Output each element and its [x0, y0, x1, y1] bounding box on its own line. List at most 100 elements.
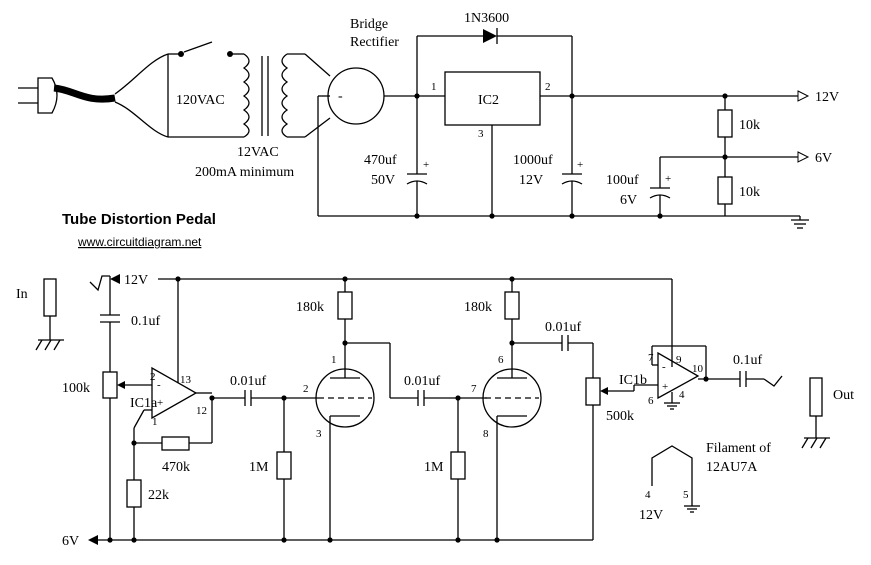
tube1-pin1: 1: [331, 354, 337, 366]
resistor-1m-b: [450, 451, 466, 480]
c-output-value-label: 1000uf: [513, 153, 553, 168]
resistor-1m-a: [276, 451, 292, 480]
resistor-470k: [161, 436, 190, 451]
r-ground-label: 22k: [148, 488, 169, 503]
filament-pin4: 4: [645, 489, 651, 501]
reg-pin-out: 2: [545, 81, 551, 93]
r-grid1-label: 1M: [249, 460, 269, 475]
reg-pin-in: 1: [431, 81, 437, 93]
diagram-title: Tube Distortion Pedal: [62, 211, 216, 228]
c-couple2-label: 0.01uf: [404, 374, 441, 389]
tube2-pin7: 7: [471, 383, 477, 395]
output-label: Out: [833, 388, 854, 403]
opamp-a-label: IC1a: [130, 396, 158, 411]
website-link[interactable]: www.circuitdiagram.net: [77, 235, 202, 249]
ic1b-pin6: 6: [648, 395, 654, 407]
rail-6v-label: 6V: [62, 534, 79, 549]
c-output-voltage-label: 12V: [519, 173, 543, 188]
output-jack: [809, 377, 823, 417]
input-jack: [43, 278, 57, 317]
c-couple1-label: 0.01uf: [230, 374, 267, 389]
c-mid-value-label: 100uf: [606, 173, 639, 188]
resistor-180k-b: [504, 291, 520, 320]
arrow-6v-icon: [797, 151, 810, 163]
ic1a-pin2: 2: [150, 371, 156, 383]
r-bottom-label: 10k: [739, 185, 760, 200]
input-label: In: [16, 287, 28, 302]
ic1b-pin10: 10: [692, 363, 704, 375]
r-top-label: 10k: [739, 118, 760, 133]
diode-label: 1N3600: [464, 11, 509, 26]
filament-icon: [651, 445, 693, 486]
arrow-rail-6v-icon: [88, 535, 98, 545]
filament-ground-icon: [684, 505, 700, 513]
ic1a-pin13: 13: [180, 374, 192, 386]
bridge-label-line1: Bridge: [350, 17, 388, 32]
arrow-12v-icon: [797, 90, 810, 102]
filament-label-line2: 12AU7A: [706, 460, 758, 475]
pot-500k: [585, 377, 601, 406]
pot-100k: [102, 371, 118, 399]
rail-12v-label: 12V: [124, 273, 148, 288]
pot-wiper-icon: [117, 381, 125, 389]
ic1a-pin12: 12: [196, 405, 207, 417]
c470-plus: +: [423, 159, 429, 171]
c-input-voltage-label: 50V: [371, 173, 395, 188]
bridge-minus-label: -: [338, 89, 343, 104]
c-mid-voltage-label: 6V: [620, 193, 637, 208]
main-circuit: 12V 6V In 0.1uf: [16, 273, 854, 549]
secondary-voltage-label: 12VAC: [237, 145, 279, 160]
regulator-label: IC2: [478, 93, 499, 108]
r-plate2-label: 180k: [464, 300, 492, 315]
out-6v-label: 6V: [815, 151, 832, 166]
resistor-22k: [126, 479, 142, 508]
ic1a-pin1: 1: [152, 416, 158, 428]
tube2-pin8: 8: [483, 428, 489, 440]
power-supply: 120VAC 12VAC 200mA minimum - Bridge Rect…: [18, 11, 839, 229]
bridge-label-line2: Rectifier: [350, 35, 399, 50]
r-feedback-label: 470k: [162, 460, 190, 475]
resistor-10k-top: [717, 109, 733, 138]
input-ground-icon: [35, 339, 64, 351]
transformer: [242, 53, 331, 138]
arrow-rail-12v-icon: [110, 274, 120, 284]
ground-icon: [791, 216, 809, 229]
bridge-rectifier: [327, 67, 385, 125]
c100-plus: +: [665, 173, 671, 185]
tube1-pin2: 2: [303, 383, 309, 395]
c-in-label: 0.1uf: [131, 314, 161, 329]
ic1b-plus: +: [662, 381, 668, 393]
out-12v-label: 12V: [815, 90, 839, 105]
c-couple3-label: 0.01uf: [545, 320, 582, 335]
c1000-plus: +: [577, 159, 583, 171]
opamp-ic1a: [151, 366, 198, 420]
ic1b-pin7: 7: [648, 352, 654, 364]
r-plate1-label: 180k: [296, 300, 324, 315]
ic1b-pin4: 4: [679, 389, 685, 401]
opamp-ic1b: [657, 351, 700, 400]
ic1b-ground-icon: [664, 402, 680, 410]
tube1-pin3: 3: [316, 428, 322, 440]
mains-plug-icon: [18, 53, 169, 138]
c-out-label: 0.1uf: [733, 353, 763, 368]
r-grid2-label: 1M: [424, 460, 444, 475]
ic1b-pin9: 9: [676, 354, 682, 366]
pot-out-label: 500k: [606, 409, 634, 424]
filament-pin5: 5: [683, 489, 689, 501]
reg-pin-gnd: 3: [478, 128, 484, 140]
filament-supply-label: 12V: [639, 508, 663, 523]
opamp-b-label: IC1b: [619, 373, 647, 388]
secondary-current-label: 200mA minimum: [195, 165, 294, 180]
power-switch: [167, 41, 244, 138]
diode-icon: [483, 29, 497, 43]
pot-out-wiper-icon: [600, 387, 608, 395]
resistor-10k-bottom: [717, 176, 733, 205]
ic1b-minus: -: [662, 361, 666, 373]
mains-voltage-label: 120VAC: [176, 93, 225, 108]
filament-label-line1: Filament of: [706, 441, 771, 456]
tube2-pin6: 6: [498, 354, 504, 366]
pot-in-label: 100k: [62, 381, 90, 396]
ic1a-plus: +: [157, 397, 163, 409]
c-input-value-label: 470uf: [364, 153, 397, 168]
